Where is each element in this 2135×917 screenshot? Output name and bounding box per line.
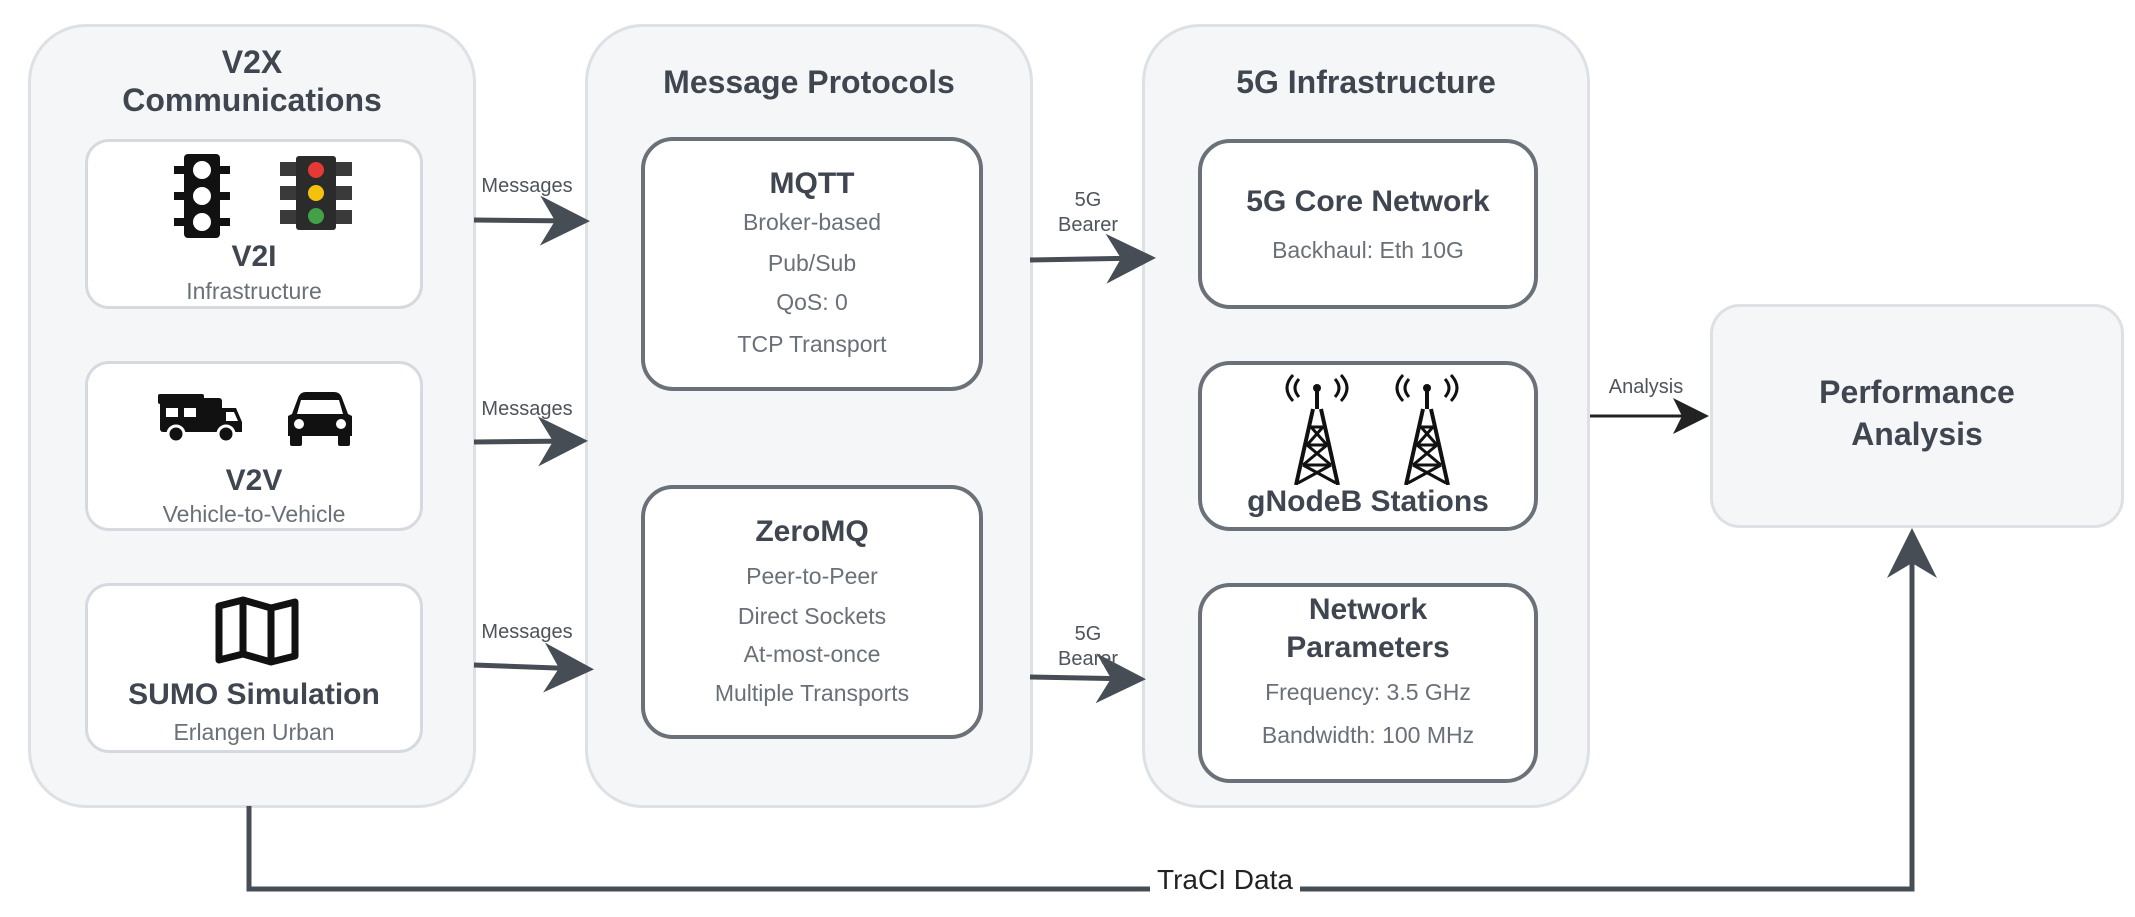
edge-traci-data [246,528,1937,892]
messages-label: Messages [481,621,573,643]
zeromq-title: ZeroMQ [755,515,869,548]
protocols-title: Message Protocols [663,64,955,100]
edge-v2v-to-protocols [473,416,588,467]
zeromq-line: Multiple Transports [714,680,910,706]
zeromq-line: At-most-once [743,641,881,667]
traffic-light-icon [174,154,230,238]
gnodeb-title: gNodeB Stations [1242,485,1494,519]
mqtt-line: TCP Transport [737,331,887,357]
bearer-label: 5G Bearer [1058,189,1119,236]
mqtt-line: Pub/Sub [767,250,857,276]
rv-icon [158,394,242,444]
bearer-label: 5G Bearer [1058,623,1119,670]
network-params-title: Network Parameters [1286,593,1450,664]
car-icon [288,392,352,446]
map-icon [215,596,299,666]
v2v-subtitle: Vehicle-to-Vehicle [162,501,346,527]
mqtt-title: MQTT [769,167,855,200]
performance-analysis-title: Performance Analysis [1819,374,2015,452]
core-network-subtitle: Backhaul: Eth 10G [1272,237,1464,263]
messages-label: Messages [481,398,573,420]
mqtt-card: MQTT Broker-based Pub/Sub QoS: 0 TCP Tra… [641,137,983,391]
sumo-title: SUMO Simulation [128,678,380,711]
edge-sumo-to-protocols [473,642,594,693]
network-params-card: Network Parameters Frequency: 3.5 GHz Ba… [1198,583,1538,783]
zeromq-line: Direct Sockets [737,603,887,629]
antenna-tower-icon [1395,373,1459,486]
v2x-group: V2X Communications V2I In [28,24,476,808]
edge-v2i-to-protocols [473,195,590,246]
core-network-title: 5G Core Network [1246,185,1490,218]
infra-group: 5G Infrastructure 5G Core Network Backha… [1142,24,1590,808]
network-params-line: Bandwidth: 100 MHz [1261,722,1475,748]
v2i-title: V2I [231,240,277,273]
v2x-title: V2X Communications [122,44,382,118]
messages-label: Messages [481,175,573,197]
v2i-card: V2I Infrastructure [85,139,423,309]
zeromq-card: ZeroMQ Peer-to-Peer Direct Sockets At-mo… [641,485,983,739]
analysis-label: Analysis [1608,376,1684,398]
traci-label: TraCI Data [1150,863,1300,897]
network-params-line: Frequency: 3.5 GHz [1265,679,1471,705]
protocols-group: Message Protocols MQTT Broker-based Pub/… [585,24,1033,808]
edge-zeromq-to-infra [1029,653,1146,704]
infra-title: 5G Infrastructure [1236,64,1496,100]
performance-analysis-box: Performance Analysis [1710,304,2124,528]
edge-mqtt-to-infra [1029,233,1156,284]
v2v-title: V2V [225,464,283,497]
mqtt-line: QoS: 0 [776,289,848,315]
core-network-card: 5G Core Network Backhaul: Eth 10G [1198,139,1538,309]
zeromq-line: Peer-to-Peer [746,563,878,589]
antenna-tower-icon [1285,373,1349,486]
v2v-card: V2V Vehicle-to-Vehicle [85,361,423,531]
traffic-light-color-icon [280,156,352,230]
mqtt-line: Broker-based [742,209,882,235]
gnodeb-card: gNodeB Stations [1198,361,1538,531]
sumo-card: SUMO Simulation Erlangen Urban [85,583,423,753]
sumo-subtitle: Erlangen Urban [173,719,335,745]
v2i-subtitle: Infrastructure [186,278,322,304]
